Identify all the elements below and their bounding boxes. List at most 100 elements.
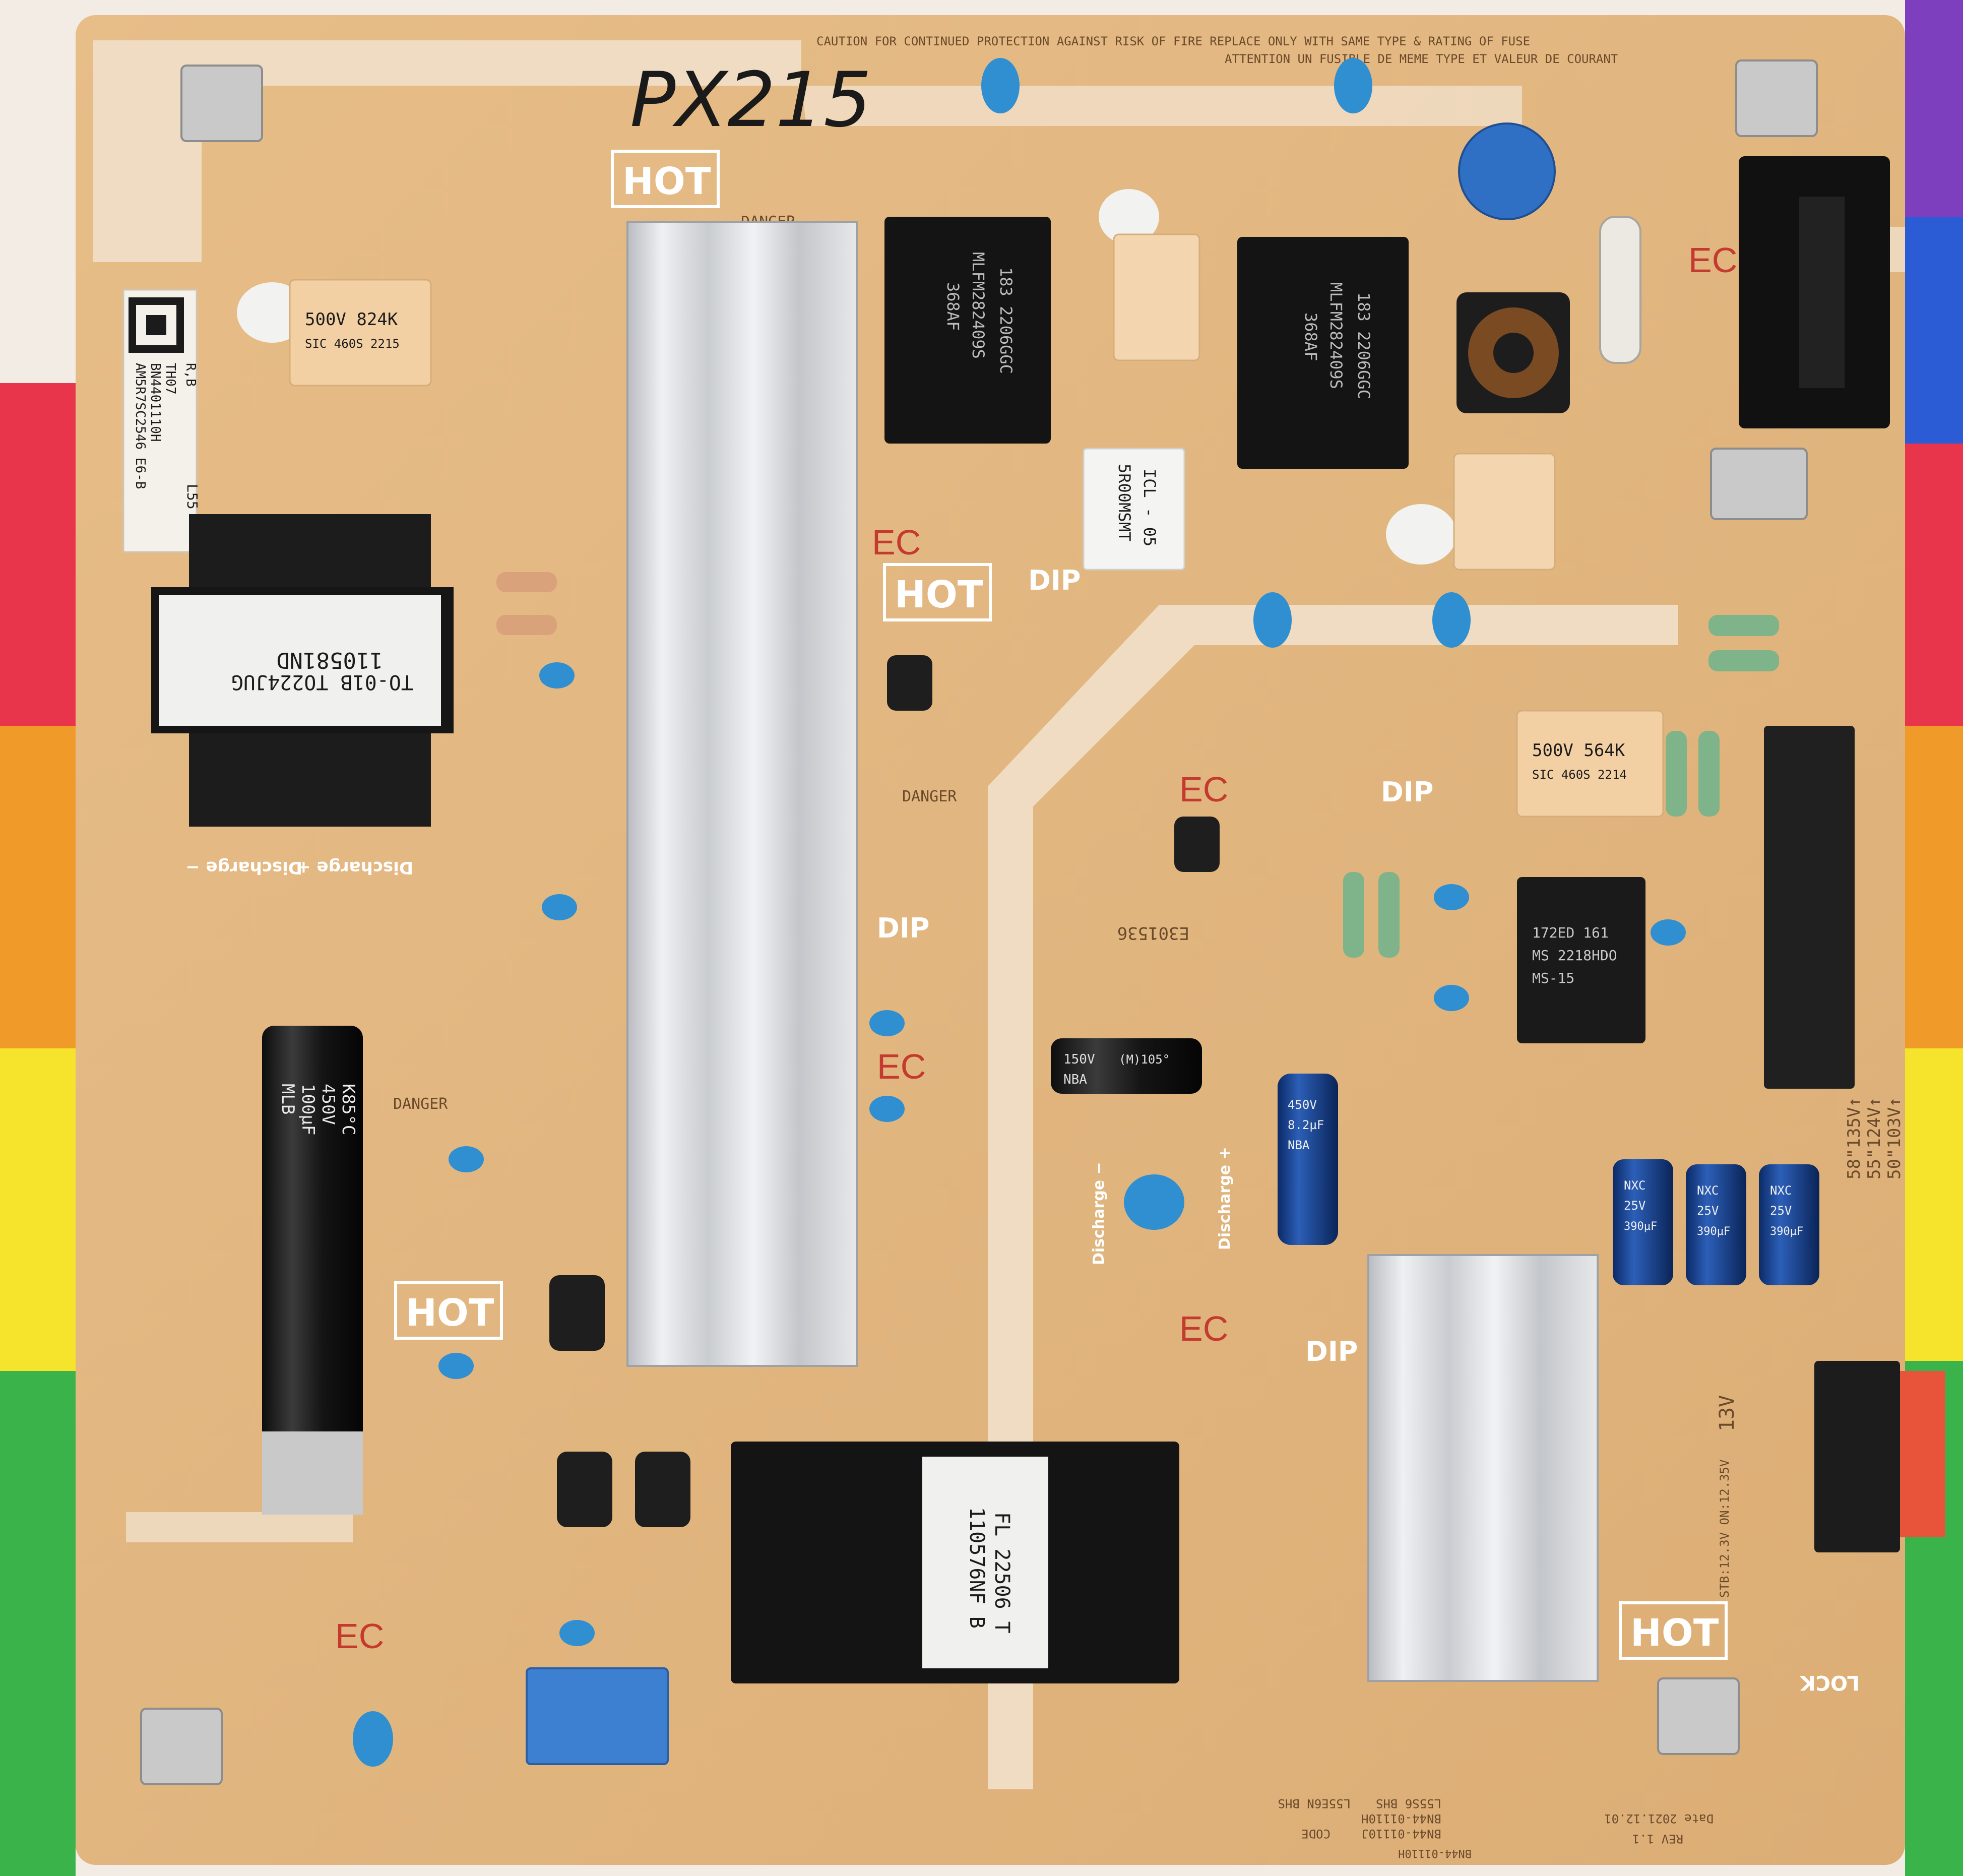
svg-text:HOT: HOT [406, 1291, 494, 1335]
svg-text:CODE: CODE [1301, 1827, 1331, 1841]
svg-text:BN44-01110J: BN44-01110J [1361, 1827, 1441, 1841]
svg-text:110581ND: 110581ND [276, 647, 383, 673]
svg-text:390µF: 390µF [1770, 1225, 1803, 1238]
svg-text:MS 2218HDO: MS 2218HDO [1532, 947, 1617, 964]
toroid-inductor [1457, 292, 1570, 413]
svg-text:SIC 460S 2215: SIC 460S 2215 [305, 337, 400, 351]
svg-text:NBA: NBA [1063, 1072, 1087, 1087]
svg-text:500V 564K: 500V 564K [1532, 740, 1625, 761]
lock-label: LOCK [1799, 1671, 1860, 1694]
small-electrolytics [549, 655, 1220, 1527]
svg-text:390µF: 390µF [1624, 1220, 1657, 1233]
discharge-plus-mid: Discharge + [1216, 1147, 1234, 1250]
svg-text:5R00MSMT: 5R00MSMT [1115, 464, 1134, 541]
svg-text:EC: EC [1179, 770, 1228, 809]
svg-text:(M)105°: (M)105° [1119, 1052, 1170, 1067]
svg-text:R,B: R,B [183, 363, 198, 387]
voltage-55: 55"124V↑ [1864, 1097, 1884, 1179]
svg-text:EC: EC [1179, 1309, 1228, 1348]
svg-text:Date 2021.12.01: Date 2021.12.01 [1604, 1811, 1714, 1826]
svg-text:ICL - 05: ICL - 05 [1140, 469, 1159, 546]
voltage-58: 58"135V↑ [1844, 1097, 1864, 1179]
barcode-sticker: L55 TH07 BN4401110H AM5R7SC2546 E6-B R,B [122, 289, 201, 553]
caution-text: CAUTION FOR CONTINUED PROTECTION AGAINST… [816, 34, 1530, 48]
svg-text:25V: 25V [1770, 1204, 1792, 1218]
svg-text:450V: 450V [1288, 1098, 1317, 1112]
ceramic-caps [353, 58, 1686, 1767]
danger-label-3: DANGER [393, 1095, 448, 1113]
svg-text:FL 22506 T: FL 22506 T [990, 1512, 1014, 1634]
dip-label-1: DIP [1028, 565, 1081, 596]
revision-block: REV 1.1 Date 2021.12.01 CODE BN44-01110H… [1278, 1796, 1714, 1846]
svg-text:REV 1.1: REV 1.1 [1632, 1832, 1683, 1846]
svg-text:450V: 450V [318, 1084, 338, 1125]
svg-text:25V: 25V [1624, 1199, 1645, 1213]
discharge-minus-left: Discharge − [185, 857, 302, 878]
capacitor-cm852: NXC 25V 390µF [1686, 1164, 1746, 1285]
svg-text:K85°C: K85°C [338, 1084, 358, 1135]
capacitor-cm861: 150V NBA (M)105° [1051, 1038, 1202, 1094]
stb-label: STB:12.3V ON:12.35V [1718, 1459, 1732, 1598]
svg-text:368AF: 368AF [1301, 312, 1320, 361]
hot-labels: HOT HOT HOT HOT [394, 150, 1728, 1660]
svg-text:8.2µF: 8.2µF [1288, 1118, 1324, 1132]
connector-cnm801[interactable] [1814, 1361, 1945, 1552]
svg-text:110576NF B: 110576NF B [965, 1507, 988, 1629]
svg-text:TH07: TH07 [163, 363, 178, 395]
ac-input-connector[interactable] [1739, 156, 1890, 428]
capacitor-cx802s [1099, 189, 1200, 361]
svg-text:183 2206GGC: 183 2206GGC [1354, 292, 1373, 399]
svg-text:L55S6 BHS: L55S6 BHS [1376, 1796, 1441, 1810]
capacitor-cm853: NXC 25V 390µF [1759, 1164, 1819, 1285]
voltage-50: 50"103V↑ [1884, 1097, 1905, 1179]
svg-text:183 2206GGC: 183 2206GGC [996, 267, 1016, 374]
svg-text:EC: EC [335, 1616, 384, 1656]
capacitor-cx801s [1386, 453, 1556, 571]
capacitor-cx801: 500V 824K SIC 460S 2215 [237, 279, 432, 387]
output-13v: 13V [1716, 1395, 1739, 1431]
svg-text:NXC: NXC [1697, 1183, 1719, 1198]
svg-text:HOT: HOT [1630, 1611, 1719, 1655]
heatsink-hs803s [1367, 1254, 1599, 1682]
dip-label-3: DIP [1381, 776, 1434, 808]
model-small: BN44-01110H [1398, 1847, 1472, 1859]
attention-text: ATTENTION UN FUSIBLE DE MEME TYPE ET VAL… [1225, 52, 1618, 66]
handwritten-tag: PX215 [630, 56, 872, 144]
svg-text:HOT: HOT [622, 160, 711, 203]
svg-text:MS-15: MS-15 [1532, 970, 1574, 986]
svg-text:100µF: 100µF [298, 1084, 318, 1135]
svg-text:MLB: MLB [278, 1084, 298, 1114]
transformer-main: 110581ND TO-01B TO224JUG [151, 514, 454, 827]
transformer-bottom: 110576NF B FL 22506 T [731, 1442, 1179, 1683]
svg-text:BN44-01110H: BN44-01110H [1361, 1811, 1441, 1826]
danger-label-2: DANGER [902, 788, 957, 805]
svg-text:L55: L55 [184, 484, 201, 510]
svg-text:NXC: NXC [1624, 1178, 1645, 1193]
svg-text:NXC: NXC [1770, 1183, 1792, 1198]
svg-text:EC: EC [1688, 240, 1737, 280]
capacitor-cm860: 450V 8.2µF NBA [1278, 1074, 1338, 1245]
svg-text:AM5R7SC2546 E6-B: AM5R7SC2546 E6-B [133, 363, 148, 489]
svg-text:MLFM282409S: MLFM282409S [969, 252, 988, 359]
transformer-pfc: 172ED 161 MS 2218HDO MS-15 [1517, 877, 1645, 1043]
dip-label-2: DIP [877, 912, 930, 944]
svg-text:BN4401110H: BN4401110H [148, 363, 163, 442]
capacitor-blue-box [526, 1667, 669, 1765]
resistors [496, 572, 1779, 958]
ul-mark: E301536 [1117, 923, 1189, 943]
ec-marks: EC EC EC EC EC EC [335, 240, 1737, 1656]
thermistor-nt801s: ICL - 05 5R00MSMT [1083, 448, 1185, 571]
fuse-f801s [1599, 216, 1641, 364]
capacitor-cx813: 500V 564K SIC 460S 2214 [1516, 710, 1664, 818]
svg-text:172ED 161: 172ED 161 [1532, 924, 1609, 941]
discharge-plus-left: Discharge + [296, 857, 413, 878]
choke-lx802s: 368AF MLFM282409S 183 2206GGC [1237, 237, 1409, 469]
svg-text:25V: 25V [1697, 1204, 1719, 1218]
dip-label-4: DIP [1305, 1336, 1358, 1367]
svg-text:HOT: HOT [895, 573, 983, 616]
svg-text:NBA: NBA [1288, 1138, 1310, 1152]
svg-text:L55E6N BHS: L55E6N BHS [1278, 1796, 1351, 1810]
svg-text:TO-01B TO224JUG: TO-01B TO224JUG [231, 670, 413, 694]
connector-cnl801[interactable] [1764, 726, 1855, 1089]
